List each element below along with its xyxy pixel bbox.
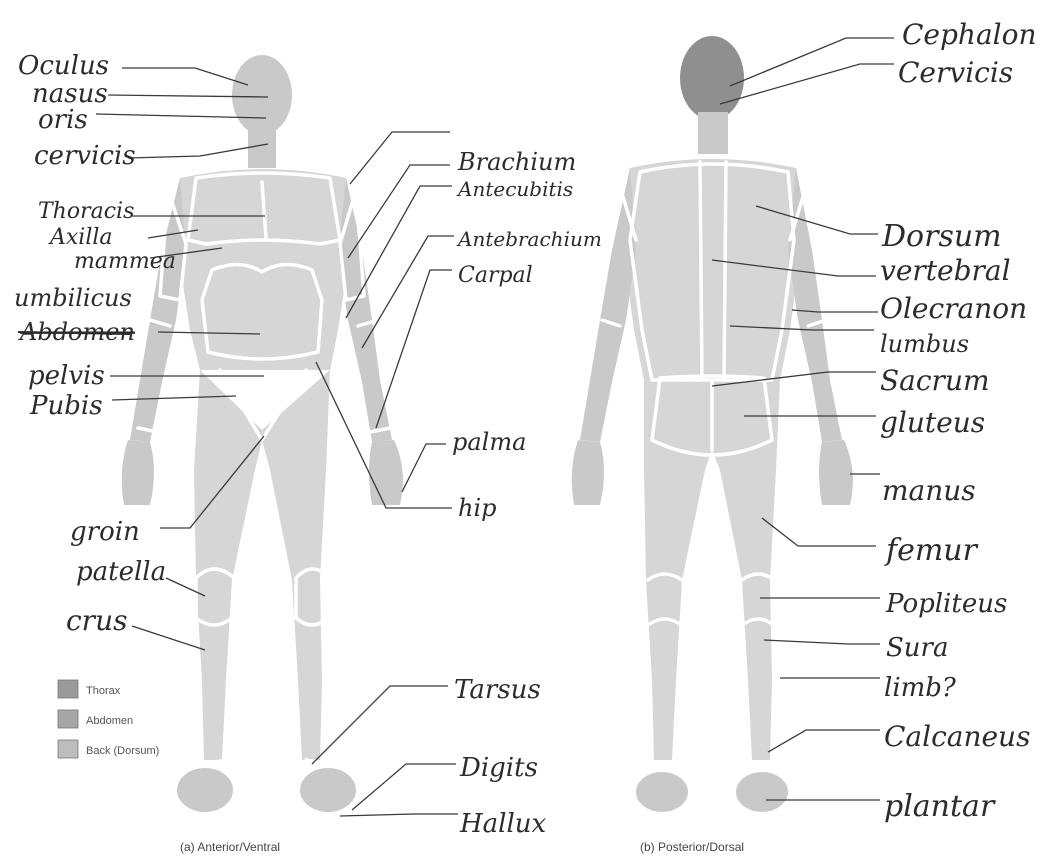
label-hallux: Hallux [459,809,547,839]
label-antebrachium: Antebrachium [456,227,602,251]
label-calcaneus: Calcaneus [884,720,1030,753]
caption-posterior: (b) Posterior/Dorsal [640,840,744,854]
label-patella: patella [76,557,166,587]
label-sura: Sura [886,633,949,663]
label-dorsum: Dorsum [881,219,1002,254]
legend: Thorax Abdomen Back (Dorsum) [58,680,159,758]
label-mammea: mammea [74,249,176,274]
caption-anterior: (a) Anterior/Ventral [180,840,280,854]
label-oculus: Oculus [18,51,109,81]
label-lumbus: lumbus [880,330,969,358]
label-oris: oris [38,105,88,135]
label-popliteus: Popliteus [885,589,1007,619]
label-thoracis: Thoracis [38,199,134,224]
label-vertebral: vertebral [880,254,1011,287]
label-axilla: Axilla [48,225,113,250]
label-cervicis-posterior: Cervicis [898,56,1013,89]
label-tarsus: Tarsus [454,675,541,705]
posterior-labels: Cephalon Cervicis Dorsum vertebral Olecr… [880,18,1037,824]
legend-swatch-back [58,740,78,758]
label-groin: groin [70,517,140,547]
label-antecubitis: Antecubitis [456,177,573,201]
label-gluteus: gluteus [880,406,985,439]
label-plantar: plantar [884,789,996,824]
legend-swatch-abdomen [58,710,78,728]
label-digits: Digits [459,753,538,783]
label-hip: hip [458,494,497,522]
label-sacrum: Sacrum [880,364,990,397]
label-crus: crus [66,604,127,637]
label-cervicis-anterior: cervicis [34,141,136,171]
anterior-figure [122,55,403,812]
legend-label-thorax: Thorax [86,685,121,697]
label-carpal: Carpal [458,263,533,288]
label-pelvis: pelvis [28,361,105,391]
legend-swatch-thorax [58,680,78,698]
label-cephalon: Cephalon [902,18,1037,51]
label-pubis: Pubis [29,391,103,421]
label-brachium: Brachium [457,148,576,176]
legend-label-abdomen: Abdomen [86,715,133,727]
legend-label-back: Back (Dorsum) [86,745,159,757]
label-olecranon: Olecranon [880,292,1027,325]
label-umbilicus: umbilicus [14,284,132,312]
posterior-figure [572,36,853,812]
label-femur: femur [884,533,979,568]
label-limb: limb? [884,673,957,703]
label-palma: palma [452,428,526,456]
label-manus: manus [882,474,976,507]
